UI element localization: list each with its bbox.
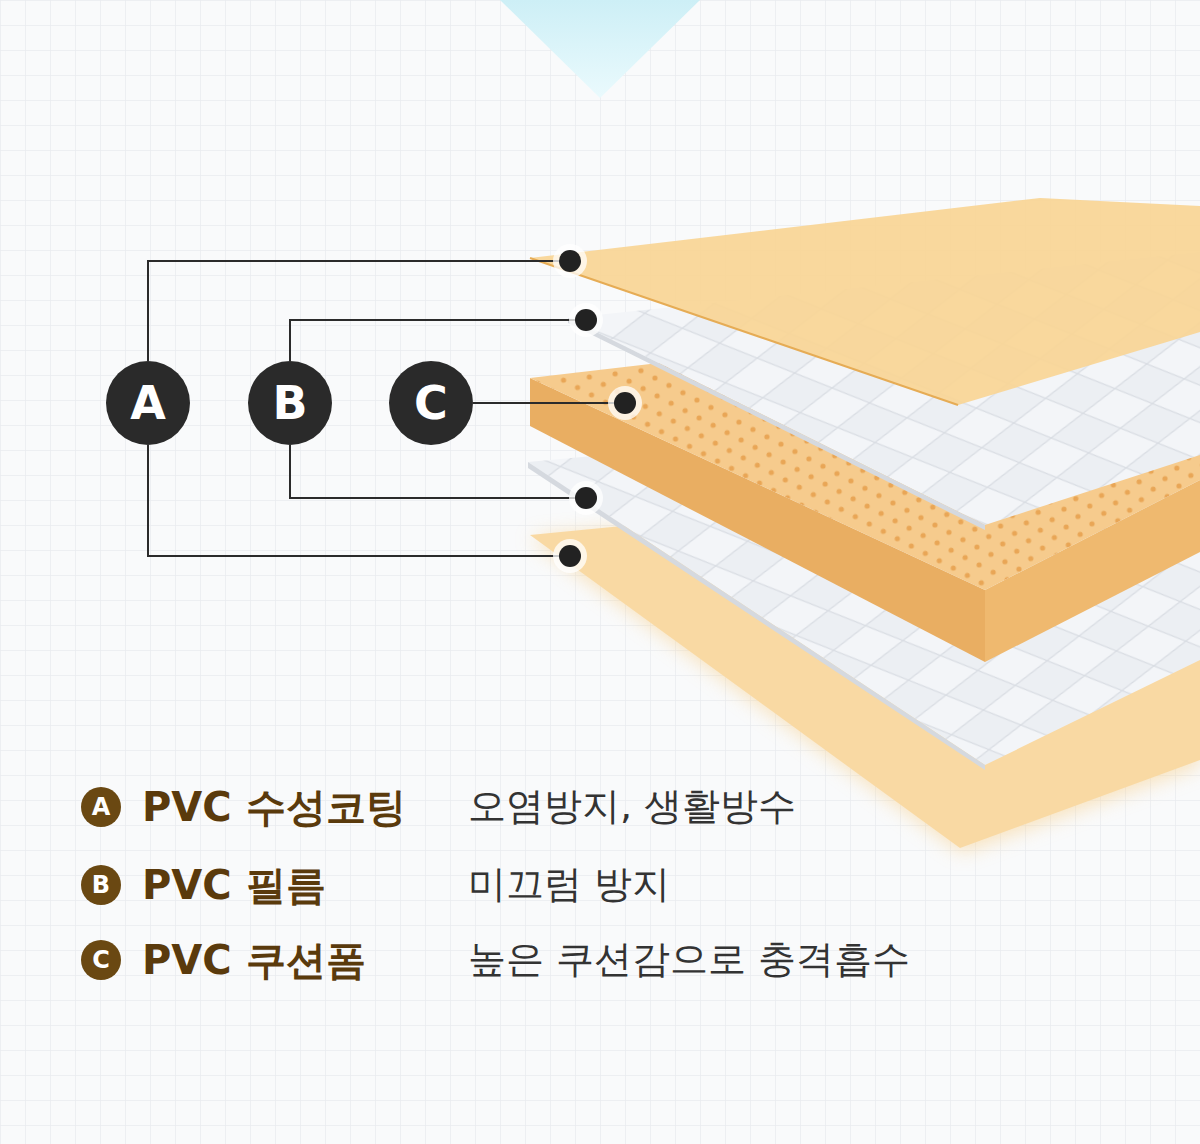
- leader-lines: [148, 261, 625, 556]
- callout-letter: A: [130, 380, 166, 426]
- callout-letter: A: [92, 795, 111, 819]
- legend-badge: B: [81, 865, 121, 905]
- legend-badge: A: [81, 787, 121, 827]
- callout-letter: B: [92, 873, 110, 897]
- material-name: PVC 필름: [142, 863, 326, 907]
- sheet-edge: [530, 258, 958, 405]
- material-name: PVC 쿠션폼: [142, 938, 366, 982]
- callout-letter: C: [414, 380, 448, 426]
- material-name: PVC 수성코팅: [142, 785, 406, 829]
- feature-text: 미끄럼 방지: [468, 864, 670, 906]
- callout-circle: A: [106, 361, 190, 445]
- leader-dots: [553, 244, 642, 573]
- callout-circle: B: [248, 361, 332, 445]
- callout-circle: C: [389, 361, 473, 445]
- top-coating-sheet: [530, 198, 1200, 405]
- top-triangle: [500, 0, 700, 98]
- legend-badge: C: [81, 940, 121, 980]
- feature-text: 오염방지, 생활방수: [468, 786, 796, 828]
- callout-letter: C: [92, 948, 110, 972]
- callout-letter: B: [272, 380, 307, 426]
- feature-text: 높은 쿠션감으로 충격흡수: [468, 939, 910, 981]
